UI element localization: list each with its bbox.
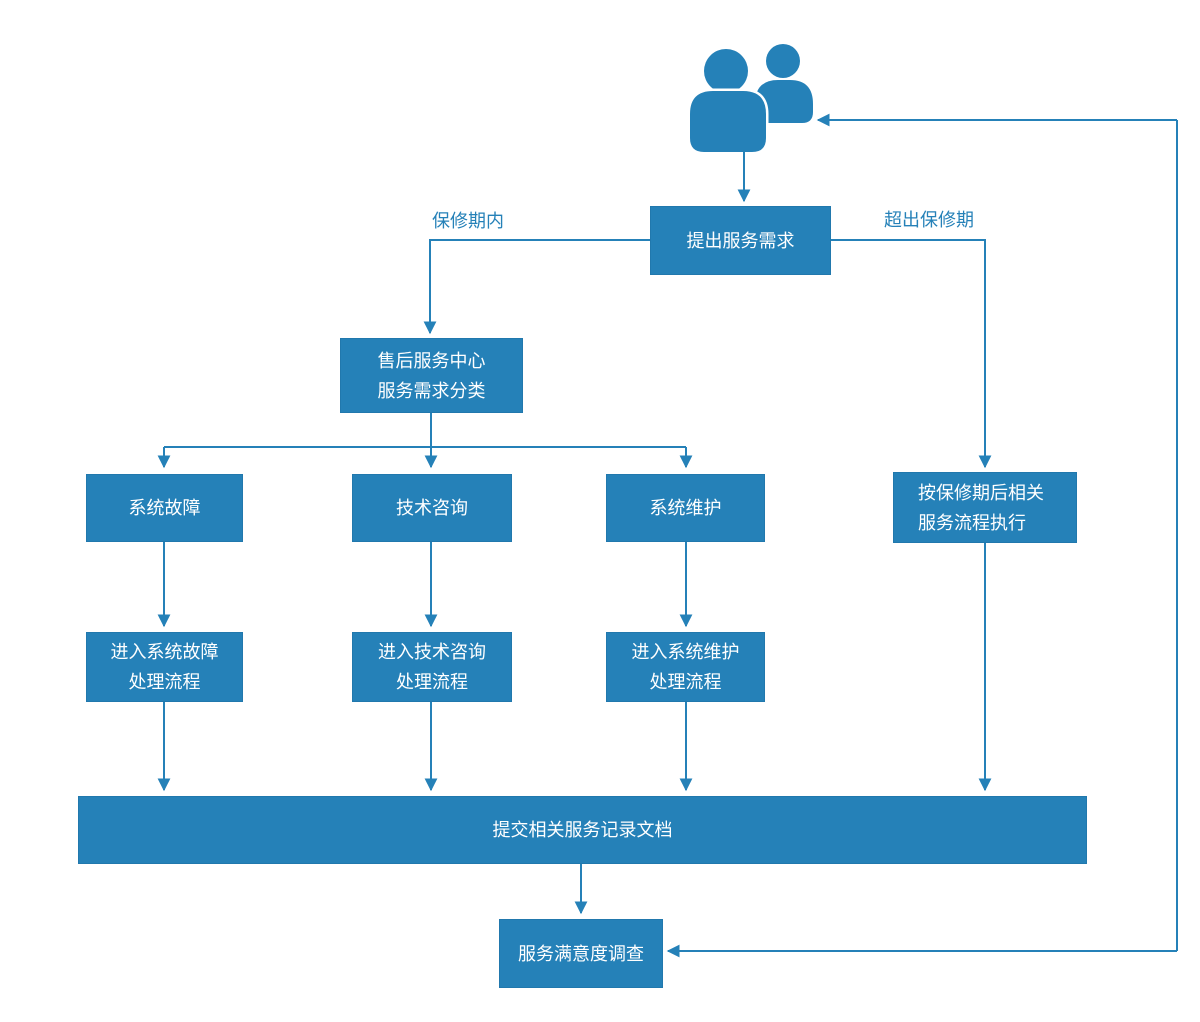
node-tech-consult: 技术咨询	[352, 474, 512, 542]
node-fault-handling-process: 进入系统故障 处理流程	[86, 632, 243, 702]
node-service-request: 提出服务需求	[650, 206, 831, 275]
edge-feedback-loop	[666, 113, 1178, 958]
edge-label-in-warranty: 保修期内	[432, 211, 504, 231]
node-after-warranty-process: 按保修期后相关 服务流程执行	[893, 472, 1077, 543]
node-submit-service-records: 提交相关服务记录文档	[78, 796, 1087, 864]
edge-classification-split	[157, 413, 693, 469]
customers-icon	[687, 42, 815, 155]
node-consult-handling-process: 进入技术咨询 处理流程	[352, 632, 512, 702]
node-maintenance-handling-process: 进入系统维护 处理流程	[606, 632, 765, 702]
node-system-maintenance: 系统维护	[606, 474, 765, 542]
edge-label-out-of-warranty: 超出保修期	[884, 210, 974, 230]
node-service-center-classification: 售后服务中心 服务需求分类	[340, 338, 523, 413]
edge-out-of-warranty	[831, 239, 992, 469]
node-satisfaction-survey: 服务满意度调查	[499, 919, 663, 988]
node-system-fault: 系统故障	[86, 474, 243, 542]
edge-in-warranty	[423, 239, 650, 335]
